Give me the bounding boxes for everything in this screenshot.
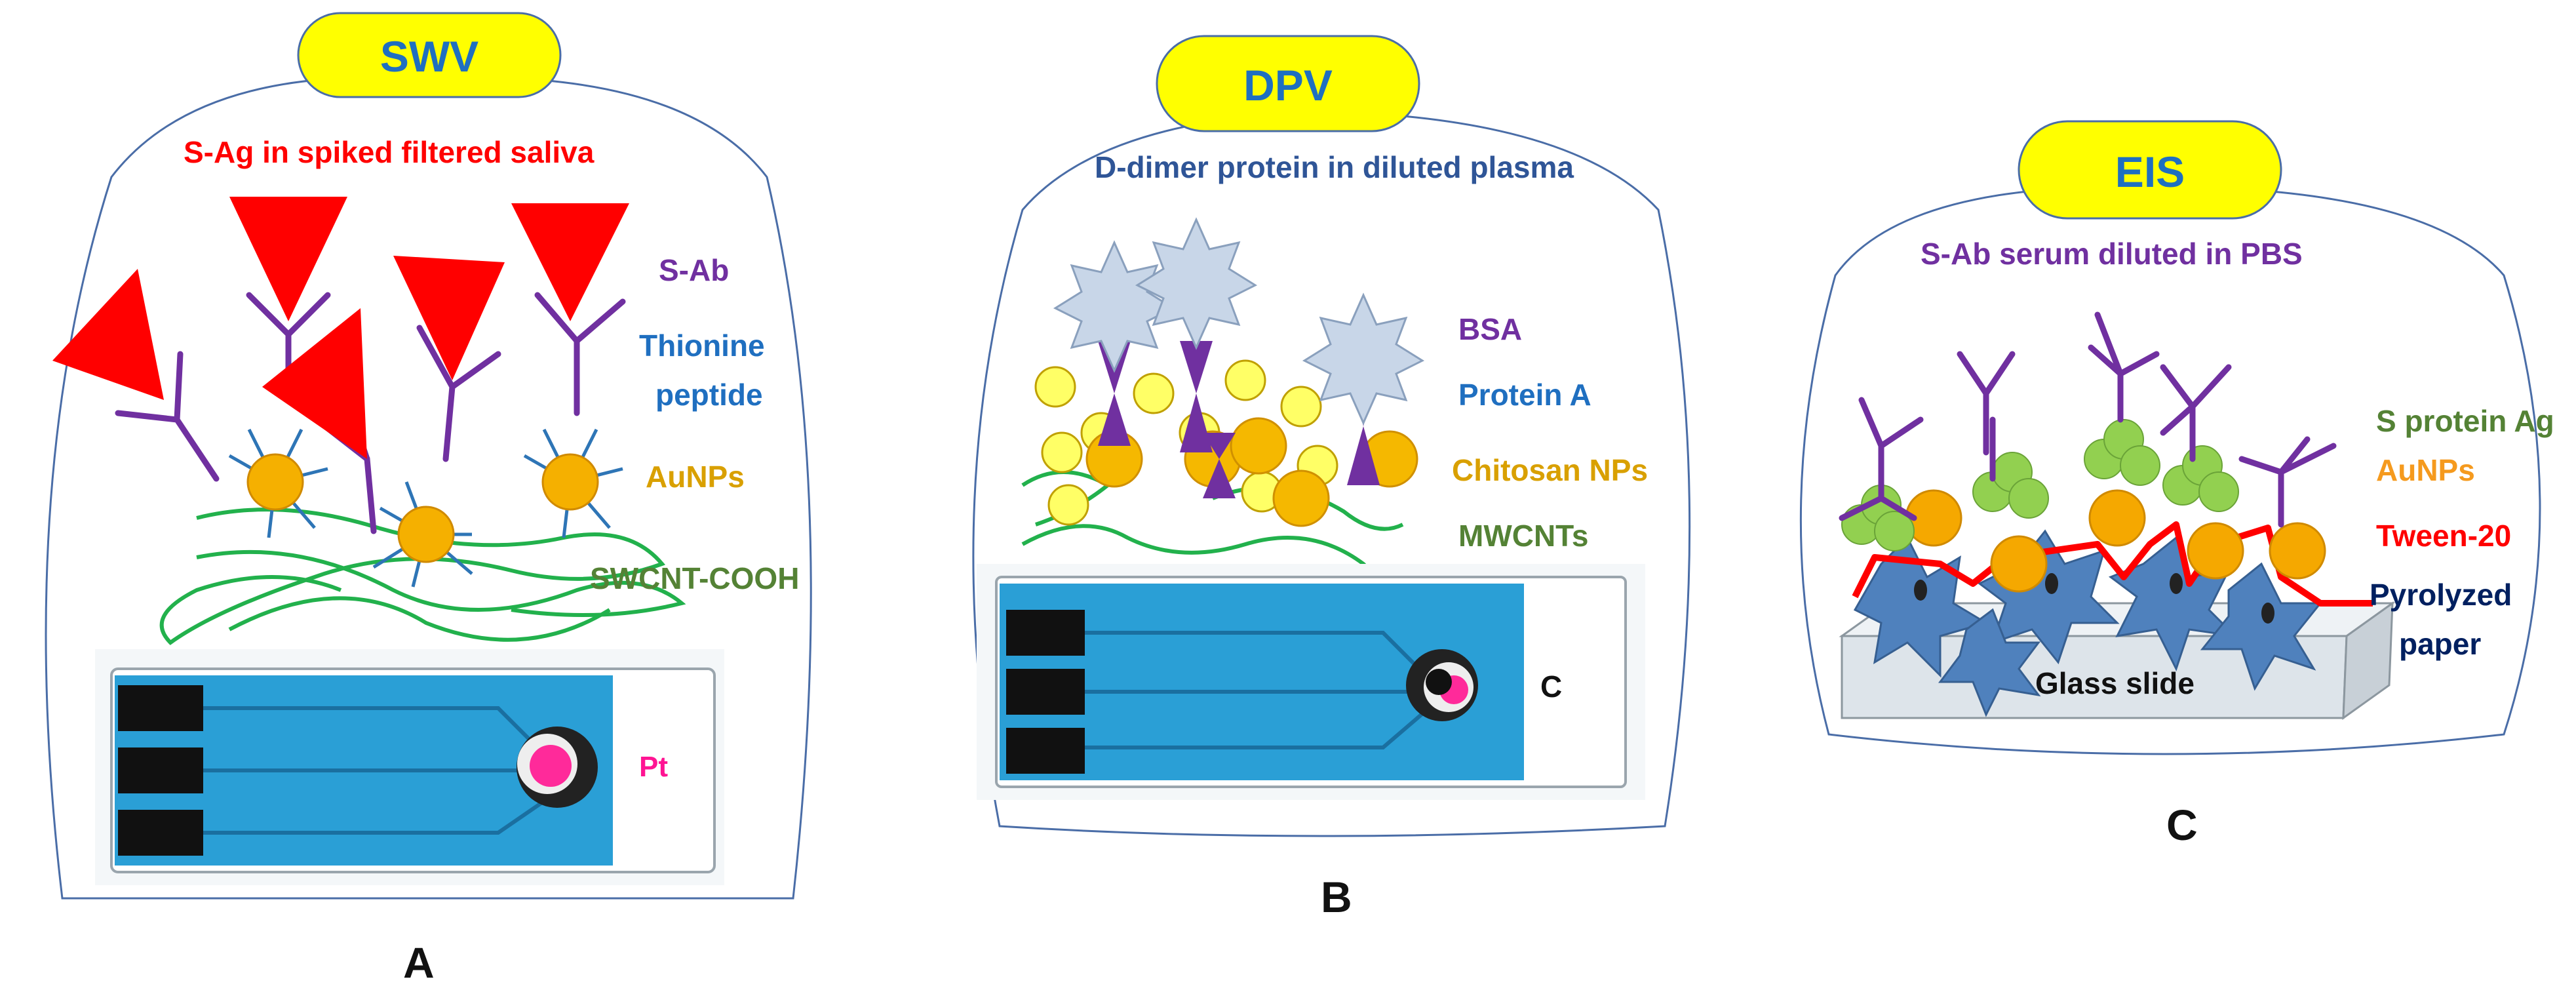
s-ag-antigens	[52, 197, 629, 459]
panel-c-label-aunps: AuNPs	[2376, 453, 2475, 487]
panel-b-label-chitosan: Chitosan NPs	[1452, 453, 1649, 487]
panel-b	[972, 35, 1691, 837]
panel-a-analyte: S-Ag in spiked filtered saliva	[184, 135, 595, 169]
electrode-b	[977, 564, 1645, 800]
panel-c-method: EIS	[2115, 148, 2185, 196]
panel-a-electrode-label: Pt	[639, 751, 668, 783]
panel-a-badge	[297, 12, 562, 98]
panel-b-letter: B	[1321, 873, 1352, 921]
panel-c-label-s-protein: S protein Ag	[2376, 404, 2554, 438]
bsa-stars	[1053, 217, 1425, 426]
panel-a-label-peptide: peptide	[655, 378, 763, 412]
panel-b-label-mwcnts: MWCNTs	[1458, 519, 1589, 553]
s-ab-antibodies-c	[1839, 311, 2337, 528]
panel-b-method: DPV	[1243, 61, 1333, 110]
electrode-a	[95, 649, 724, 885]
pyrolyzed-paper	[1853, 529, 2323, 717]
panel-c-label-tween: Tween-20	[2376, 519, 2512, 553]
panel-a-method: SWV	[380, 32, 479, 81]
panel-c-analyte: S-Ab serum diluted in PBS	[1921, 237, 2303, 271]
aunp-cluster-a	[228, 428, 623, 588]
panel-a-label-s-ab: S-Ab	[659, 253, 730, 287]
aunps-c	[1905, 489, 2326, 593]
panel-a-label-aunps: AuNPs	[646, 460, 745, 494]
panel-b-label-bsa: BSA	[1458, 312, 1523, 346]
panel-c-label-pyrolyzed: Pyrolyzed	[2370, 578, 2512, 612]
panel-b-label-protein-a: Protein A	[1458, 378, 1591, 412]
panel-b-badge	[1156, 35, 1420, 132]
pyrolyzed-dots	[1914, 573, 2274, 624]
panel-c-letter: C	[2166, 801, 2198, 849]
panel-c-badge	[2018, 120, 2282, 220]
panel-a-label-swcnt: SWCNT-COOH	[590, 561, 800, 595]
panel-b-electrode-label: C	[1540, 669, 1563, 704]
panel-b-analyte: D-dimer protein in diluted plasma	[1095, 150, 1574, 184]
panel-a	[45, 12, 812, 900]
panel-c-label-paper: paper	[2399, 627, 2482, 661]
panel-a-letter: A	[403, 938, 435, 987]
panel-c	[1799, 120, 2541, 755]
panel-a-label-thionine: Thionine	[639, 329, 765, 363]
panel-c-substrate-label: Glass slide	[2035, 666, 2195, 700]
